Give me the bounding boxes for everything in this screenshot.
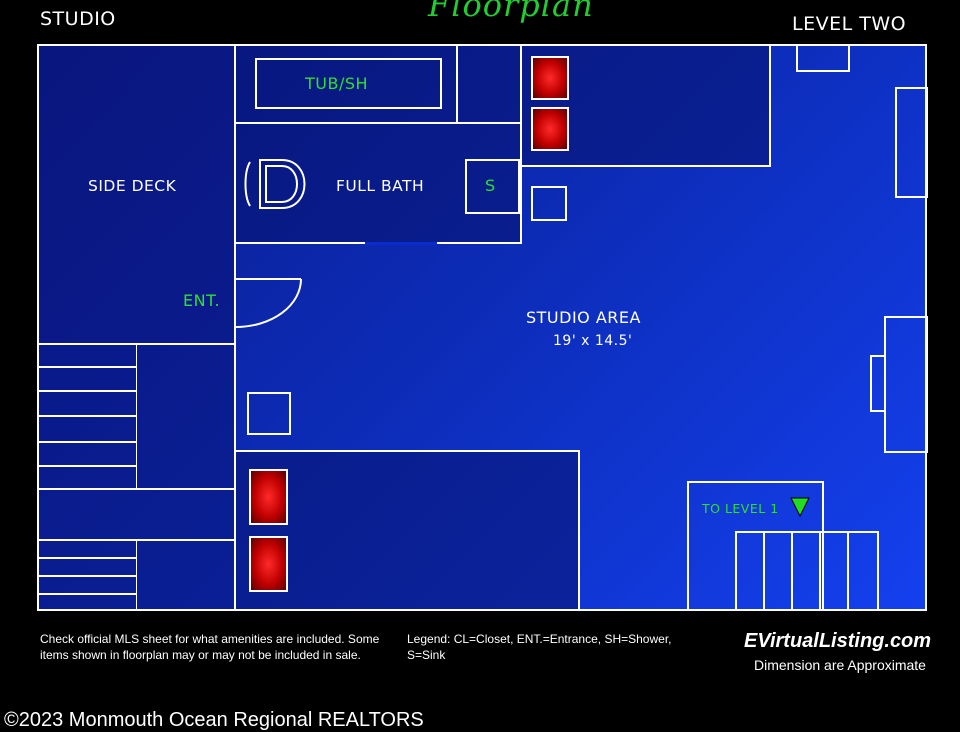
dimension-note: Dimension are Approximate bbox=[754, 657, 926, 673]
stair-step bbox=[735, 531, 765, 611]
to-level-1-label: TO LEVEL 1 bbox=[702, 501, 779, 516]
legend-text: Legend: CL=Closet, ENT.=Entrance, SH=Sho… bbox=[407, 632, 672, 662]
step bbox=[37, 442, 137, 466]
studio-area-dimensions: 19' x 14.5' bbox=[553, 333, 633, 349]
right-cabinet-ledge bbox=[870, 355, 886, 412]
step bbox=[37, 416, 137, 442]
step bbox=[37, 558, 137, 576]
tub-label: TUB/SH bbox=[305, 74, 369, 93]
stair-step bbox=[791, 531, 821, 611]
side-deck-label: SIDE DECK bbox=[88, 177, 177, 195]
copyright-text: ©2023 Monmouth Ocean Regional REALTORS bbox=[4, 709, 424, 731]
heater-2 bbox=[531, 107, 569, 151]
stair-step bbox=[847, 531, 879, 611]
step bbox=[37, 343, 137, 367]
small-cabinet bbox=[531, 186, 567, 221]
sink-label: S bbox=[485, 176, 496, 195]
entrance-label: ENT. bbox=[183, 291, 221, 310]
room-bottom bbox=[234, 450, 580, 611]
landing bbox=[37, 488, 236, 541]
step bbox=[37, 539, 137, 558]
sink-fixture bbox=[465, 159, 520, 214]
studio-area-label: STUDIO AREA bbox=[526, 308, 641, 327]
heater-1 bbox=[531, 56, 569, 100]
step bbox=[37, 576, 137, 594]
full-bath-label: FULL BATH bbox=[336, 177, 425, 195]
tub-room bbox=[234, 44, 458, 124]
stair-step bbox=[763, 531, 793, 611]
small-square bbox=[247, 392, 291, 435]
floorplan: SIDE DECK TUB/SH FULL BATH S ENT. bbox=[37, 44, 928, 611]
step bbox=[37, 466, 137, 490]
heater-4 bbox=[249, 536, 288, 592]
entrance-door-icon bbox=[235, 278, 302, 328]
brand-link[interactable]: EVirtualListing.com bbox=[744, 630, 932, 652]
side-deck-room bbox=[37, 44, 236, 345]
closet-top bbox=[456, 44, 522, 124]
bath-door-gap bbox=[365, 242, 437, 245]
step bbox=[37, 391, 137, 416]
right-cabinet-top bbox=[895, 87, 928, 198]
toilet-icon bbox=[244, 159, 306, 209]
page-title: Floorplan bbox=[428, 0, 594, 24]
right-cabinet-bottom bbox=[884, 316, 928, 453]
step bbox=[37, 594, 137, 611]
header-studio: STUDIO bbox=[40, 8, 116, 30]
header-level: LEVEL TWO bbox=[792, 13, 907, 35]
down-arrow-icon bbox=[790, 497, 810, 518]
step bbox=[37, 367, 137, 391]
tub-fixture bbox=[255, 58, 442, 109]
stair-step bbox=[819, 531, 849, 611]
disclaimer-text: Check official MLS sheet for what amenit… bbox=[40, 632, 380, 662]
top-right-niche bbox=[796, 44, 850, 72]
heater-3 bbox=[249, 469, 288, 525]
